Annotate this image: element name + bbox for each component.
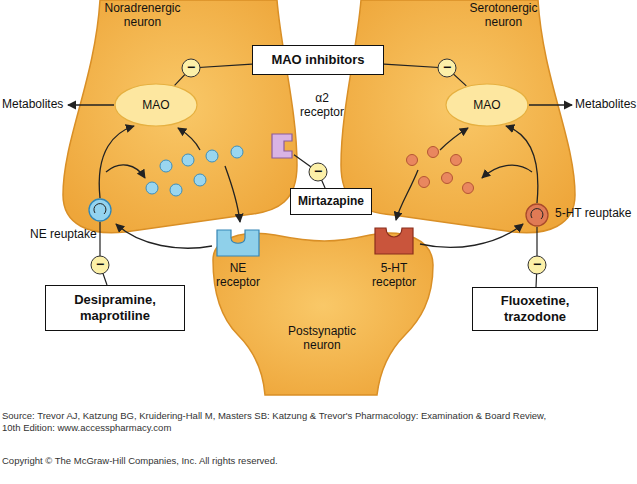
node-label: 5-HT receptor [362,262,426,290]
serotonin-receptor: 5-HT receptor [372,224,416,256]
alpha2-receptor: α2 receptor [270,132,294,160]
transporter-circle [89,199,111,221]
inhibition-line [384,64,466,86]
mao-enzyme: MAO [445,83,529,127]
inhibition-sign: − [309,163,327,181]
source-note: Source: Trevor AJ, Katzung BG, Kruiderin… [2,410,547,435]
neuron-body [213,233,433,395]
drug-box: MAO inhibitors [252,45,384,75]
node-label: α2 receptor [296,92,348,120]
receptor-shape [272,134,292,158]
flow-label: Metabolites [575,98,637,112]
inhibition-sign: − [182,59,200,77]
neuron-body [341,0,575,233]
inhibition-line [536,227,537,287]
presynaptic-neuron: Noradrenergic neuronMAO NE reuptake [55,0,305,250]
drug-name: Fluoxetine, trazodone [477,293,593,324]
inhibition-sign: − [528,256,546,274]
receptor-shape [375,228,413,254]
transporter-outline [525,203,549,227]
inhibition-line [294,155,325,188]
node-label: NE receptor [208,262,268,290]
inhibition-sign: − [91,256,109,274]
receptor-shape [217,230,259,256]
receptor-outline [372,224,416,256]
serotonin-transporter: 5-HT reuptake [525,203,549,227]
node-label: Postsynaptic neuron [277,325,367,353]
receptor-outline [270,132,294,160]
drug-name: Desipramine, maprotiline [50,292,180,323]
drug-name: Mirtazapine [298,194,364,208]
enzyme-ellipse [115,84,197,126]
inhibition-line [175,64,252,85]
inhibition-line [100,222,107,285]
drug-box: Fluoxetine, trazodone [472,287,598,331]
node-label: Serotonergic neuron [456,2,551,30]
receptor-outline [214,226,262,258]
inhibition-sign: − [438,59,456,77]
transporter-circle [526,204,548,226]
drug-name: MAO inhibitors [271,52,364,68]
transport-curl [531,209,543,219]
drug-box: Mirtazapine [290,188,372,215]
transport-curl [94,204,106,214]
mao-enzyme: MAO [114,83,198,127]
enzyme-ellipse [446,84,528,126]
node-label: 5-HT reuptake [555,207,637,221]
ne-transporter: NE reuptake [88,198,112,222]
transporter-outline [88,198,112,222]
postsynaptic-neuron: Postsynaptic neuron NE receptor 5-HT recep… [205,225,440,395]
node-label: MAO [114,83,198,127]
drug-box: Desipramine, maprotiline [45,285,185,331]
inhibition-circle [528,256,546,274]
neuron-body [63,0,297,233]
inhibition-circle [91,256,109,274]
source-note: Copyright © The McGraw-Hill Companies, I… [2,455,547,467]
inhibition-circle [309,163,327,181]
node-label: MAO [445,83,529,127]
node-label: NE reuptake [30,228,102,242]
node-label: Noradrenergic neuron [95,2,190,30]
ne-receptor: NE receptor [214,226,262,258]
flow-label: Metabolites [2,98,66,112]
